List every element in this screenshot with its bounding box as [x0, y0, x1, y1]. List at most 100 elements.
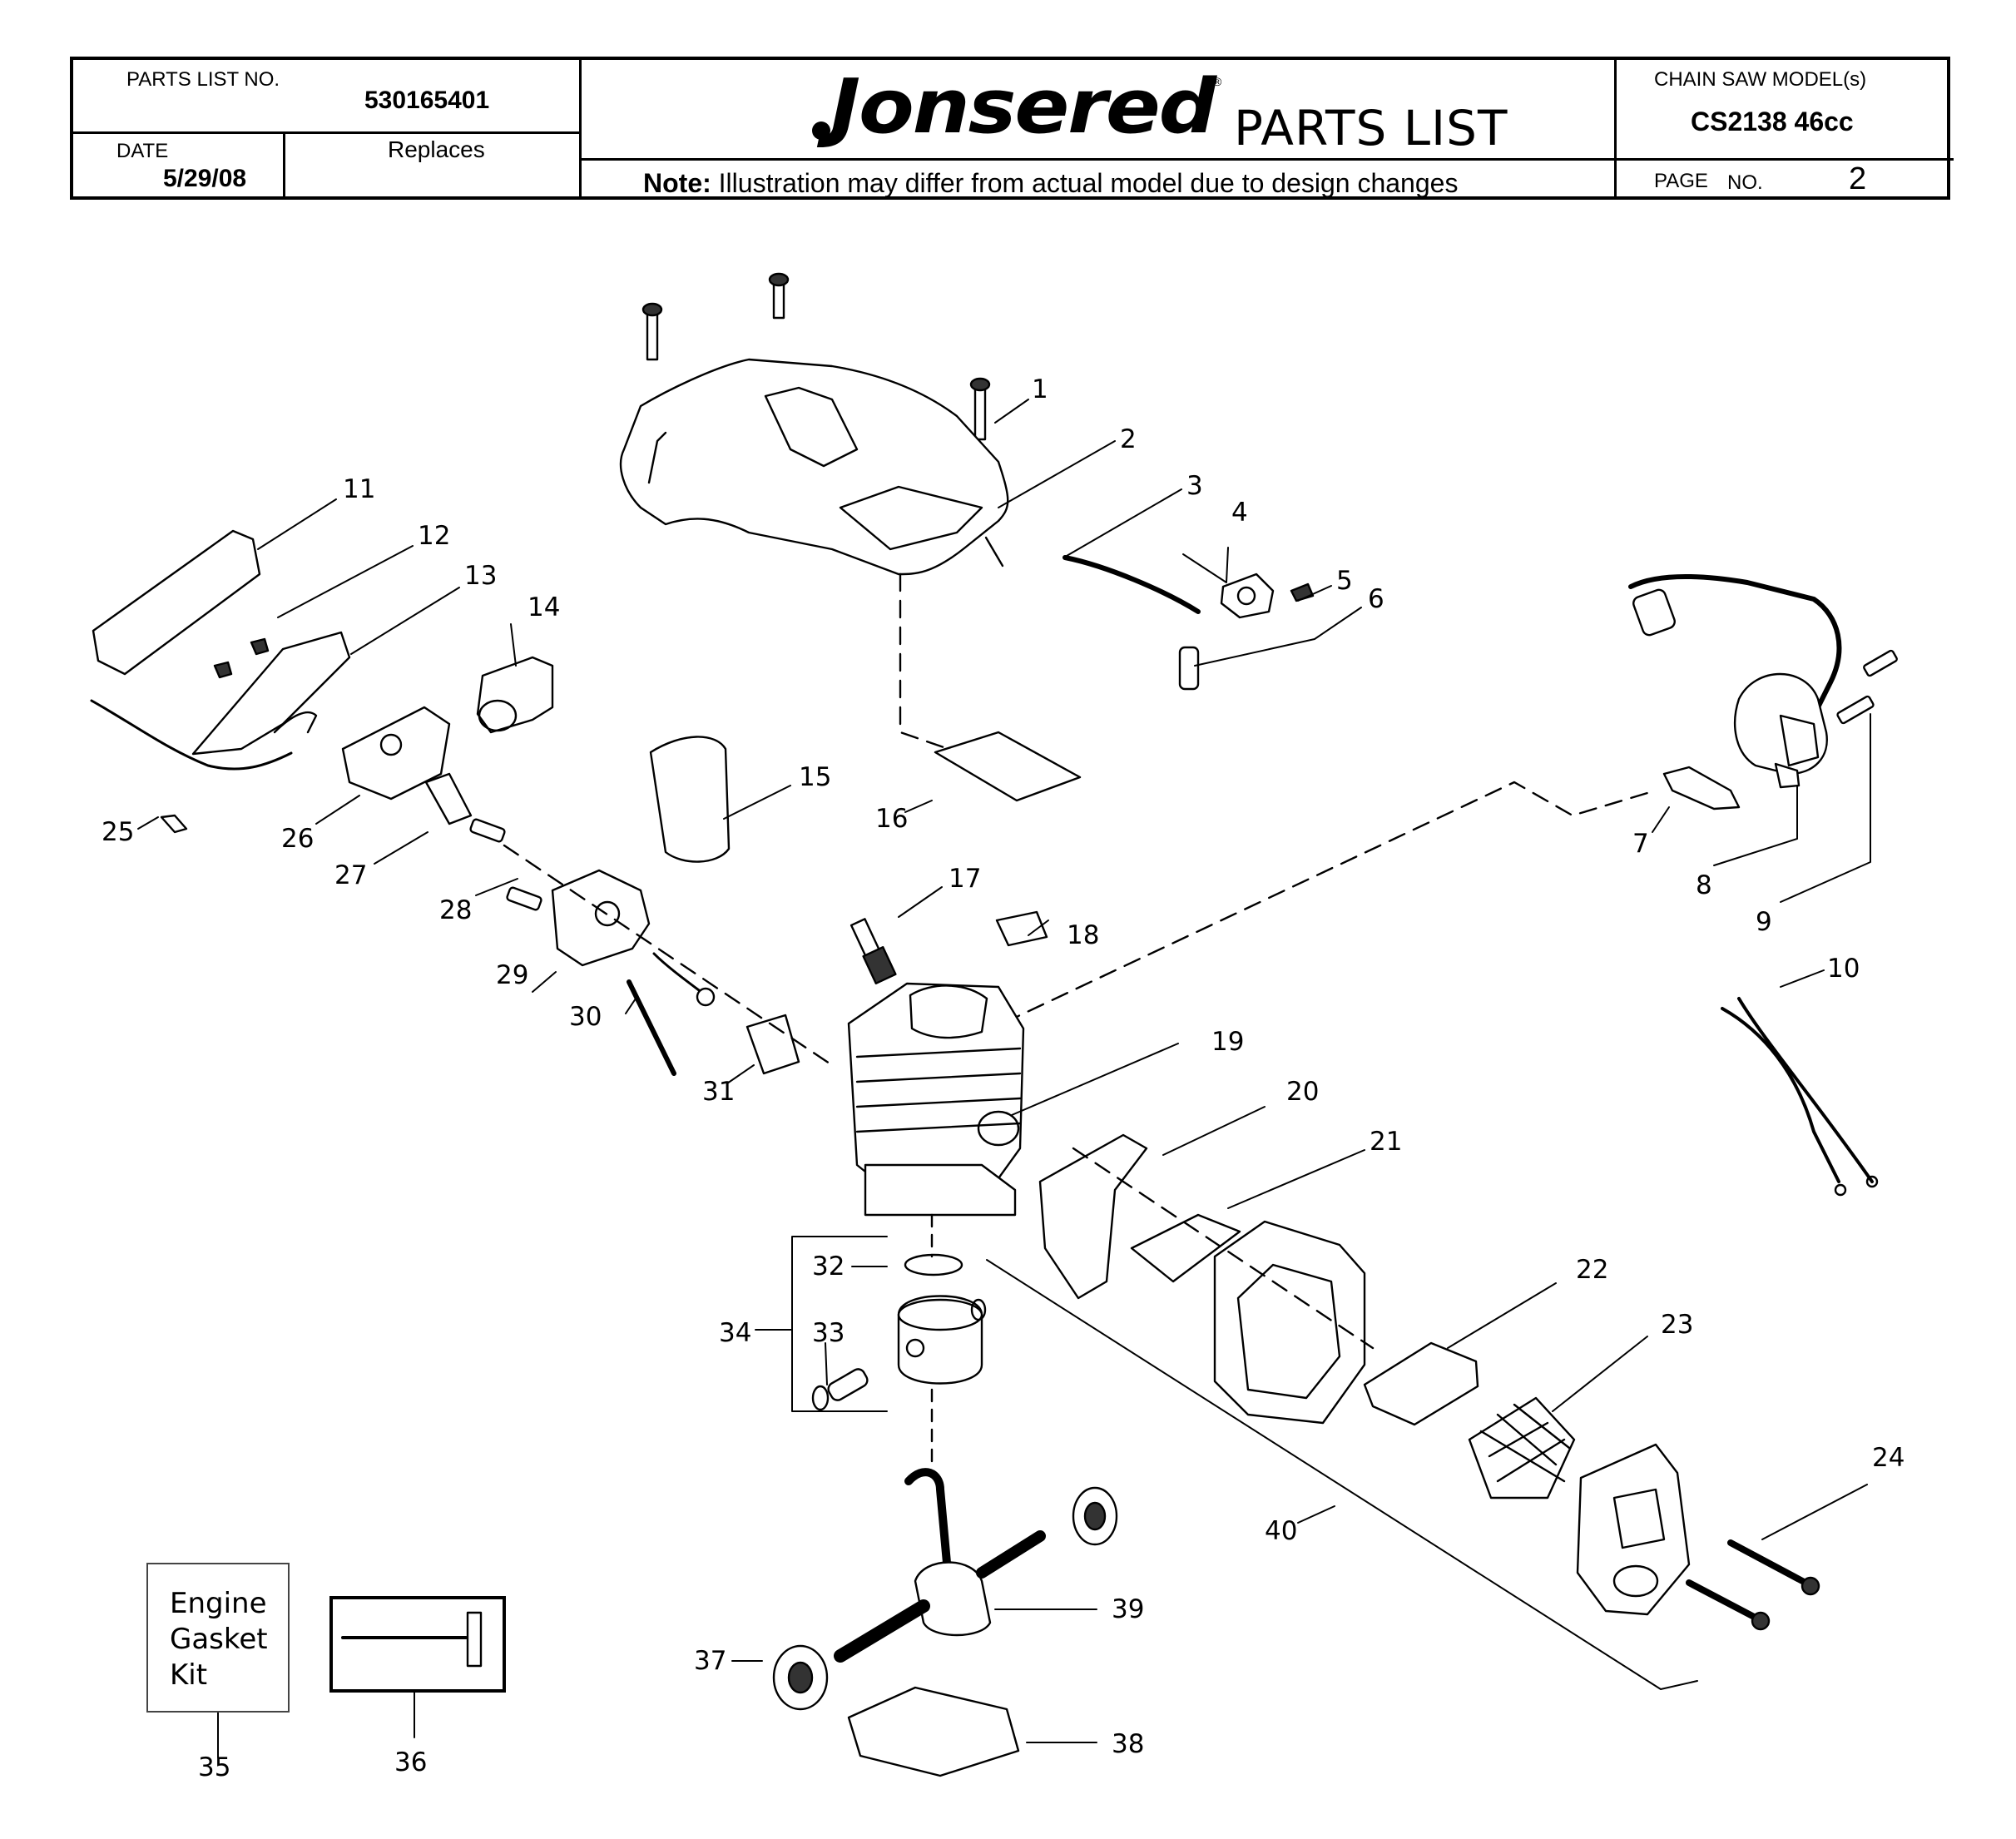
callout-9: 9	[1756, 907, 1772, 937]
part-coil-bolts-9[interactable]	[1836, 649, 1898, 725]
design-change-note: Note: Illustration may differ from actua…	[643, 168, 1459, 198]
callout-21: 21	[1370, 1127, 1402, 1157]
replaces-label: Replaces	[388, 136, 485, 162]
part-fuel-hose-3[interactable]	[1062, 555, 1201, 614]
part-bolt-28[interactable]	[469, 818, 542, 911]
page-no-label: NO.	[1727, 171, 1763, 194]
part-gasket-31[interactable]	[745, 1014, 800, 1075]
callout-23: 23	[1661, 1310, 1693, 1340]
brand-logo-dot	[812, 121, 830, 140]
part-8[interactable]	[1774, 762, 1801, 789]
part-circlip[interactable]	[970, 1298, 987, 1321]
part-muffler-gasket-21[interactable]	[1130, 1213, 1241, 1283]
part-air-filter-cover-11[interactable]	[92, 529, 261, 676]
group-bracket-34	[791, 1236, 888, 1412]
part-filter-element-15[interactable]	[649, 736, 731, 863]
part-intake-elbow-14[interactable]	[476, 656, 554, 734]
parts-list-no: 530165401	[364, 87, 490, 114]
date-label: DATE	[116, 140, 169, 162]
callout-20: 20	[1286, 1077, 1319, 1107]
part-cylinder-19[interactable]	[847, 982, 1025, 1217]
leader-line	[503, 844, 834, 1067]
part-crankshaft-39[interactable]	[834, 1468, 1046, 1663]
scrench-tool-box[interactable]	[329, 1596, 506, 1693]
callout-29: 29	[496, 960, 528, 990]
callout-4: 4	[1231, 498, 1248, 528]
part-nut-12[interactable]	[213, 637, 270, 679]
header-divider	[1614, 60, 1617, 196]
header-divider	[579, 60, 582, 196]
part-wire-harness-10[interactable]	[1721, 997, 1879, 1197]
part-impulse-nipple[interactable]	[696, 987, 716, 1007]
kit-label-line: Gasket	[170, 1623, 268, 1656]
part-throttle-cable[interactable]	[90, 699, 293, 771]
part-clip-25[interactable]	[160, 814, 188, 834]
part-impulse-hose-30[interactable]	[627, 979, 676, 1076]
part-cylinder-cover-2[interactable]	[619, 358, 1009, 576]
brand-logo: Jonsered	[830, 63, 1216, 151]
header-divider	[579, 158, 1954, 161]
callout-31: 31	[702, 1077, 735, 1107]
part-piston-ring-32[interactable]	[904, 1253, 963, 1276]
parts-list-header: PARTS LIST NO. 530165401 DATE 5/29/08 Re…	[70, 57, 1954, 200]
part-air-filter-13[interactable]	[191, 631, 351, 756]
callout-13: 13	[464, 561, 497, 591]
callout-1: 1	[1032, 374, 1048, 404]
part-6[interactable]	[1178, 646, 1200, 691]
part-baffle-22[interactable]	[1363, 1341, 1479, 1426]
part-piston-34[interactable]	[897, 1295, 983, 1385]
part-spark-plug-17[interactable]	[849, 918, 897, 985]
callout-18: 18	[1067, 920, 1099, 950]
callout-11: 11	[343, 474, 375, 504]
part-bearing[interactable]	[1072, 1486, 1118, 1546]
part-plug-boot-18[interactable]	[995, 910, 1048, 947]
part-muffler-cover[interactable]	[1576, 1443, 1691, 1616]
parts-list-no-label: PARTS LIST NO.	[126, 68, 280, 91]
part-gasket-16[interactable]	[934, 731, 1082, 802]
part-intake-manifold-29[interactable]	[551, 869, 651, 967]
part-carburetor-26[interactable]	[341, 706, 451, 801]
part-spark-screen-23[interactable]	[1468, 1396, 1576, 1499]
callout-10: 10	[1827, 954, 1860, 984]
model-label: CHAIN SAW MODEL(s)	[1654, 68, 1867, 91]
header-divider	[283, 131, 285, 196]
callout-33: 33	[812, 1318, 845, 1348]
callout-6: 6	[1368, 584, 1384, 614]
part-crankcase-38[interactable]	[847, 1686, 1020, 1777]
part-circlip[interactable]	[811, 1385, 830, 1411]
part-muffler-bolt-24[interactable]	[1686, 1539, 1820, 1631]
callout-30: 30	[569, 1002, 602, 1032]
part-ignition-module[interactable]	[1628, 574, 1842, 776]
callout-25: 25	[102, 817, 134, 847]
callout-36: 36	[394, 1747, 427, 1777]
kit-label-line: Kit	[170, 1658, 208, 1692]
callout-17: 17	[949, 864, 981, 894]
callout-14: 14	[528, 592, 560, 622]
callout-24: 24	[1872, 1443, 1905, 1473]
callout-3: 3	[1186, 471, 1203, 501]
part-bearing-37[interactable]	[772, 1644, 829, 1711]
engine-gasket-kit-box[interactable]: Engine Gasket Kit	[146, 1563, 290, 1713]
callout-32: 32	[812, 1252, 845, 1281]
part-gasket-27[interactable]	[424, 772, 473, 825]
part-scrench-tool-36[interactable]	[341, 1611, 483, 1668]
header-divider	[73, 131, 579, 134]
part-heat-shield-20[interactable]	[1038, 1133, 1148, 1300]
part-muffler-body[interactable]	[1213, 1220, 1366, 1425]
callout-37: 37	[694, 1646, 726, 1676]
callout-22: 22	[1576, 1255, 1608, 1285]
part-7[interactable]	[1662, 766, 1741, 810]
callout-7: 7	[1632, 829, 1649, 859]
kit-label-line: Engine	[170, 1587, 267, 1620]
part-fuel-filter-4[interactable]	[1220, 573, 1275, 619]
part-screw-1[interactable]	[641, 272, 991, 441]
callout-35: 35	[198, 1752, 230, 1782]
page-number: 2	[1849, 161, 1867, 196]
date-value: 5/29/08	[163, 165, 247, 192]
callout-2: 2	[1120, 424, 1137, 454]
callout-39: 39	[1112, 1594, 1144, 1624]
part-piston-pin-33[interactable]	[826, 1366, 870, 1402]
model-value: CS2138 46cc	[1691, 107, 1854, 136]
page-label: PAGE	[1654, 170, 1708, 192]
